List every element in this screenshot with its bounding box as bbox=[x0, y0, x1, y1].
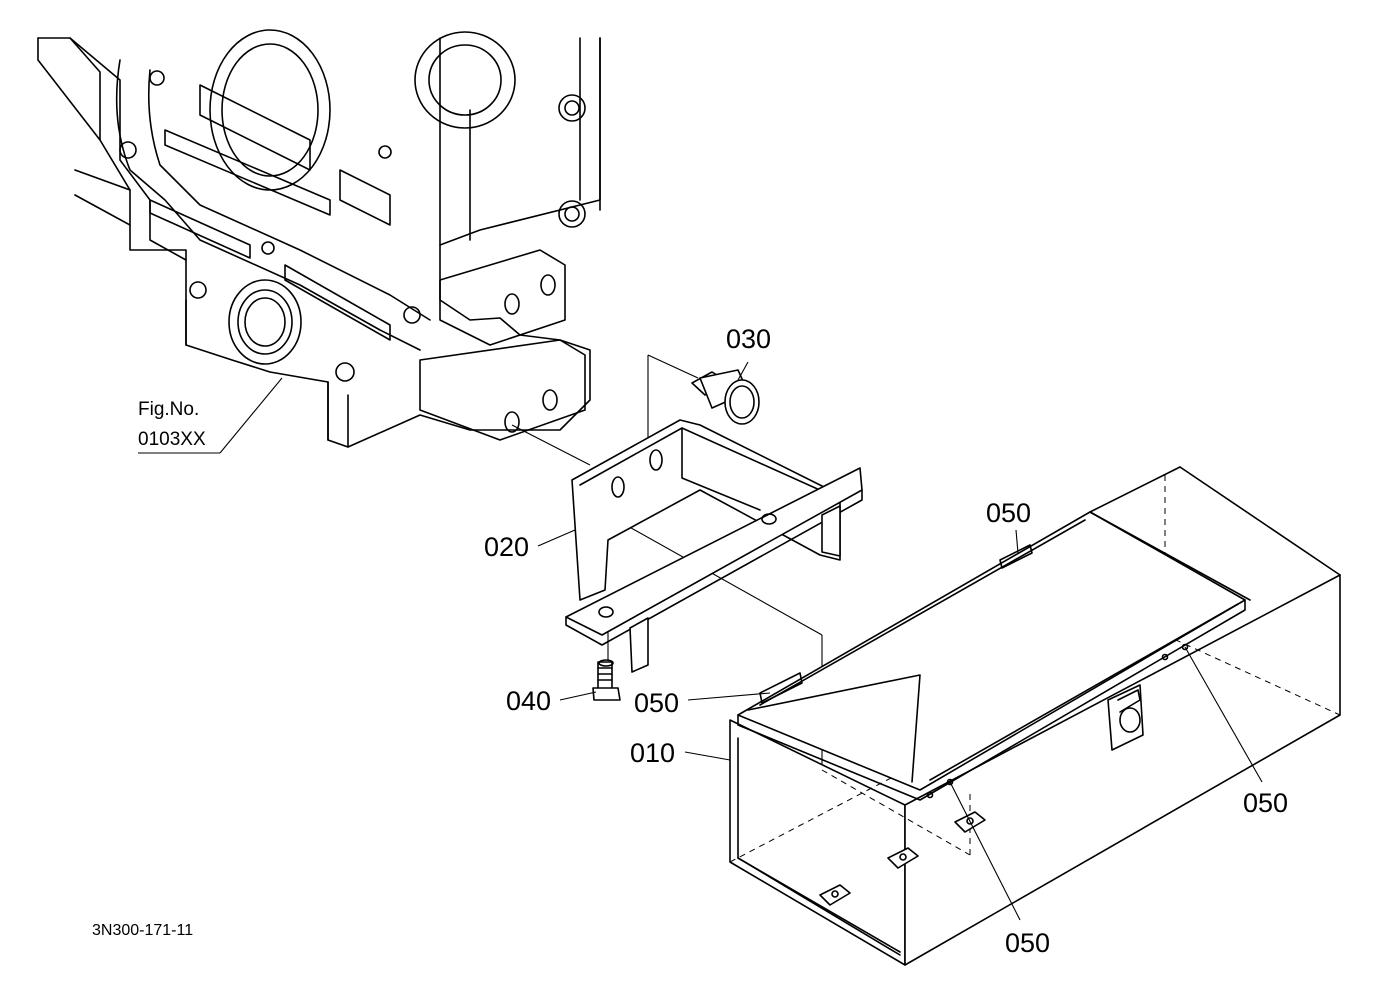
drawing-number: 3N300-171-11 bbox=[92, 922, 193, 939]
callout-050-top: 050 bbox=[986, 498, 1031, 528]
bracket-020 bbox=[565, 419, 863, 673]
callout-050-bottom: 050 bbox=[1005, 928, 1050, 958]
engine-housing bbox=[37, 29, 601, 448]
knob-030 bbox=[691, 369, 760, 425]
callout-020: 020 bbox=[484, 532, 529, 562]
callout-040: 040 bbox=[506, 686, 551, 716]
callout-leaders bbox=[537, 361, 1263, 921]
callout-010: 010 bbox=[630, 738, 675, 768]
bolt-040 bbox=[592, 659, 621, 701]
callout-030: 030 bbox=[726, 324, 771, 354]
callout-050-left: 050 bbox=[634, 688, 679, 718]
figure-reference-leader bbox=[138, 377, 283, 454]
figure-reference-label: Fig.No. bbox=[138, 399, 199, 420]
toolbox-010 bbox=[729, 466, 1341, 966]
figure-reference-number: 0103XX bbox=[138, 429, 206, 450]
callout-050-right: 050 bbox=[1243, 788, 1288, 818]
